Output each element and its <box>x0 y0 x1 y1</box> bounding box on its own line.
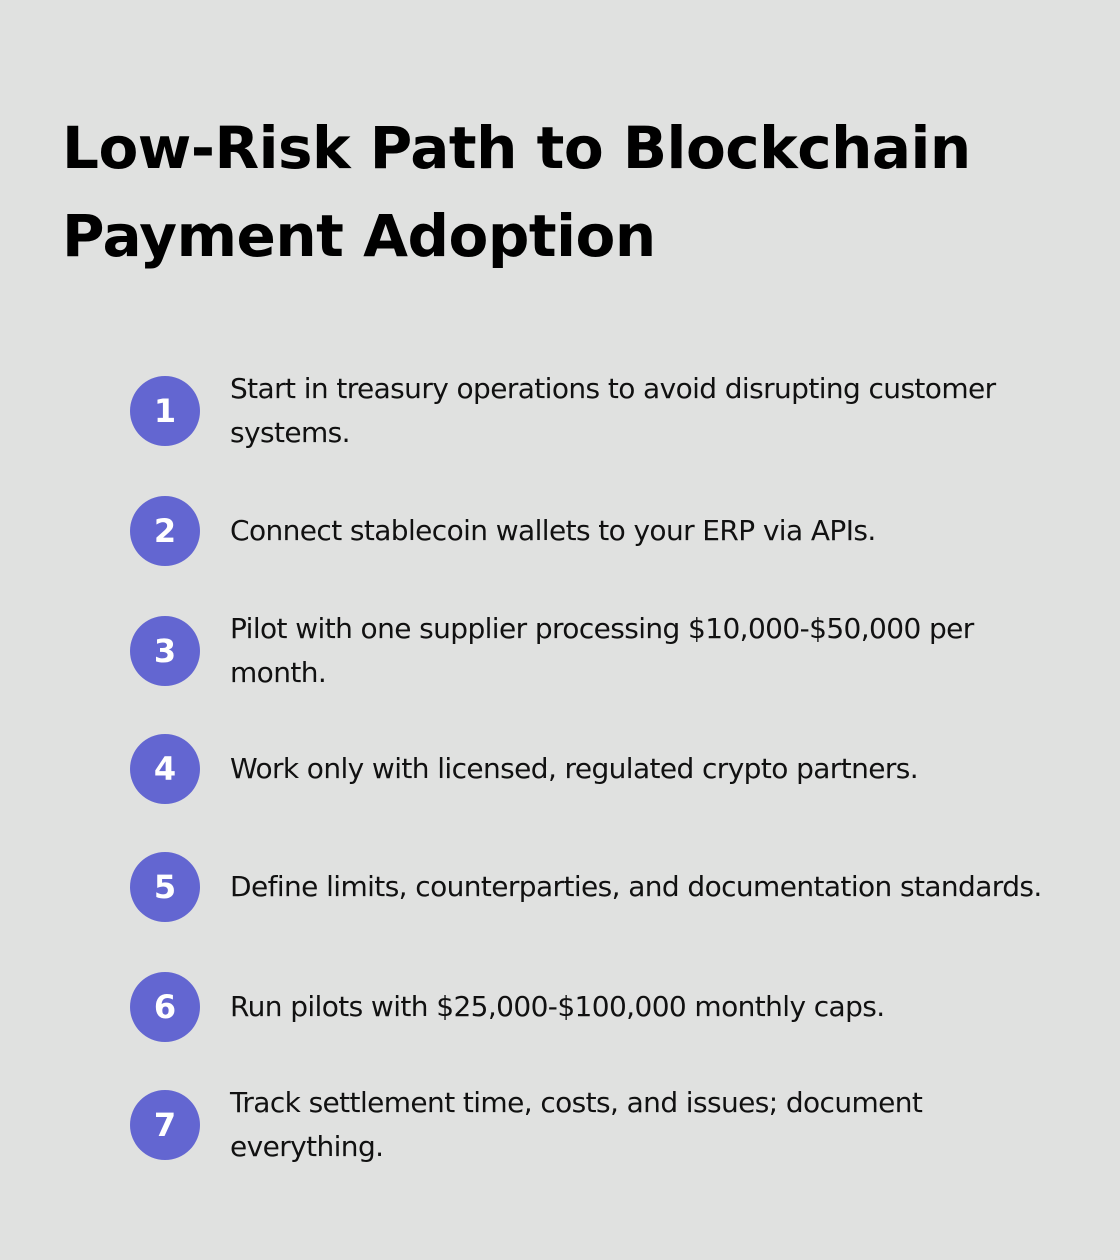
step-number-badge: 1 <box>130 376 200 446</box>
step-item: 5 Define limits, counterparties, and doc… <box>130 852 1090 922</box>
step-number-badge: 5 <box>130 852 200 922</box>
step-text: Track settlement time, costs, and issues… <box>230 1086 923 1163</box>
step-text: Pilot with one supplier processing $10,0… <box>230 612 974 689</box>
step-number-badge: 3 <box>130 616 200 686</box>
step-number-badge: 2 <box>130 496 200 566</box>
step-text: Define limits, counterparties, and docum… <box>230 870 1042 903</box>
step-item: 4 Work only with licensed, regulated cry… <box>130 734 1090 804</box>
step-item: 1 Start in treasury operations to avoid … <box>130 372 1090 449</box>
step-text: Connect stablecoin wallets to your ERP v… <box>230 514 876 547</box>
step-number-badge: 4 <box>130 734 200 804</box>
step-number-badge: 6 <box>130 972 200 1042</box>
step-item: 6 Run pilots with $25,000-$100,000 month… <box>130 972 1090 1042</box>
step-text: Start in treasury operations to avoid di… <box>230 372 996 449</box>
step-item: 7 Track settlement time, costs, and issu… <box>130 1086 1090 1163</box>
step-text: Run pilots with $25,000-$100,000 monthly… <box>230 990 885 1023</box>
step-item: 3 Pilot with one supplier processing $10… <box>130 612 1090 689</box>
step-number-badge: 7 <box>130 1090 200 1160</box>
page-title: Low-Risk Path to Blockchain Payment Adop… <box>62 114 971 270</box>
step-text: Work only with licensed, regulated crypt… <box>230 752 919 785</box>
step-item: 2 Connect stablecoin wallets to your ERP… <box>130 496 1090 566</box>
